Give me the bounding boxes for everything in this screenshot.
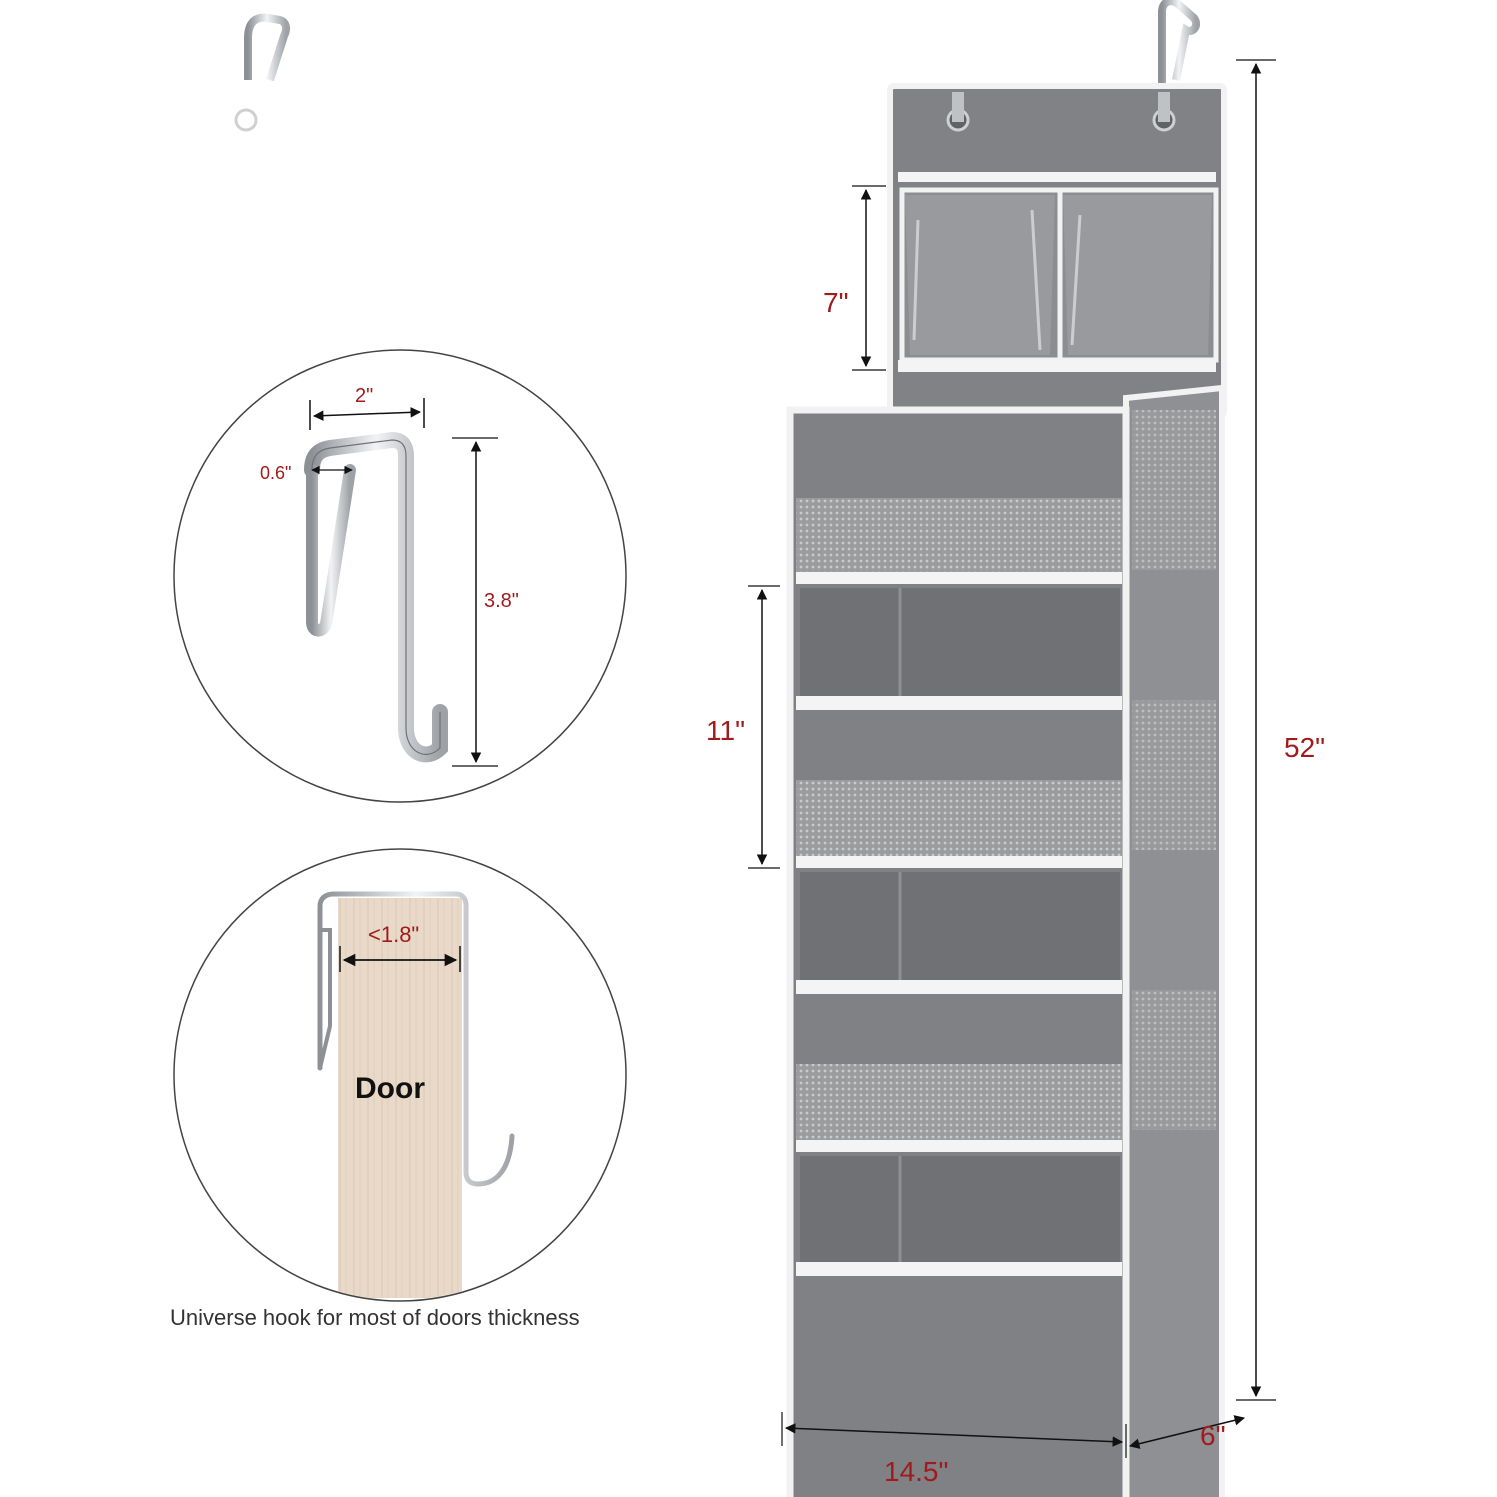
hook-detail-circle: [173, 349, 627, 803]
shelf-row-2: [796, 588, 1122, 710]
door-hook-icon: [317, 891, 515, 1187]
over-door-hook-icon: [244, 0, 1201, 90]
shelf-height-label: 11": [706, 715, 746, 746]
clear-pocket: [899, 187, 1219, 363]
width-label: 14.5": [884, 1456, 949, 1487]
door-caption: Universe hook for most of doors thicknes…: [170, 1305, 580, 1330]
shelf-row-3: [796, 780, 1122, 868]
pocket-height-label: 7": [823, 287, 849, 318]
shelf-row-5: [796, 1064, 1122, 1152]
hook-width-label: 2": [355, 385, 374, 407]
hook-gap-label: 0.6": [260, 463, 292, 483]
door-label: Door: [355, 1072, 425, 1105]
door-thickness-label: <1.8": [368, 922, 420, 947]
door-organizer: [234, 0, 1227, 1497]
shelf-row-4: [796, 872, 1122, 994]
shelf-row-1: [796, 498, 1122, 584]
shelf-row-6: [796, 1156, 1122, 1276]
door-detail-circle: [173, 848, 627, 1302]
depth-label: 6": [1200, 1420, 1226, 1451]
hook-icon: [304, 431, 448, 763]
hook-height-label: 3.8": [484, 590, 519, 612]
total-height-label: 52": [1284, 732, 1326, 763]
dimension-lines: [748, 59, 1276, 1458]
